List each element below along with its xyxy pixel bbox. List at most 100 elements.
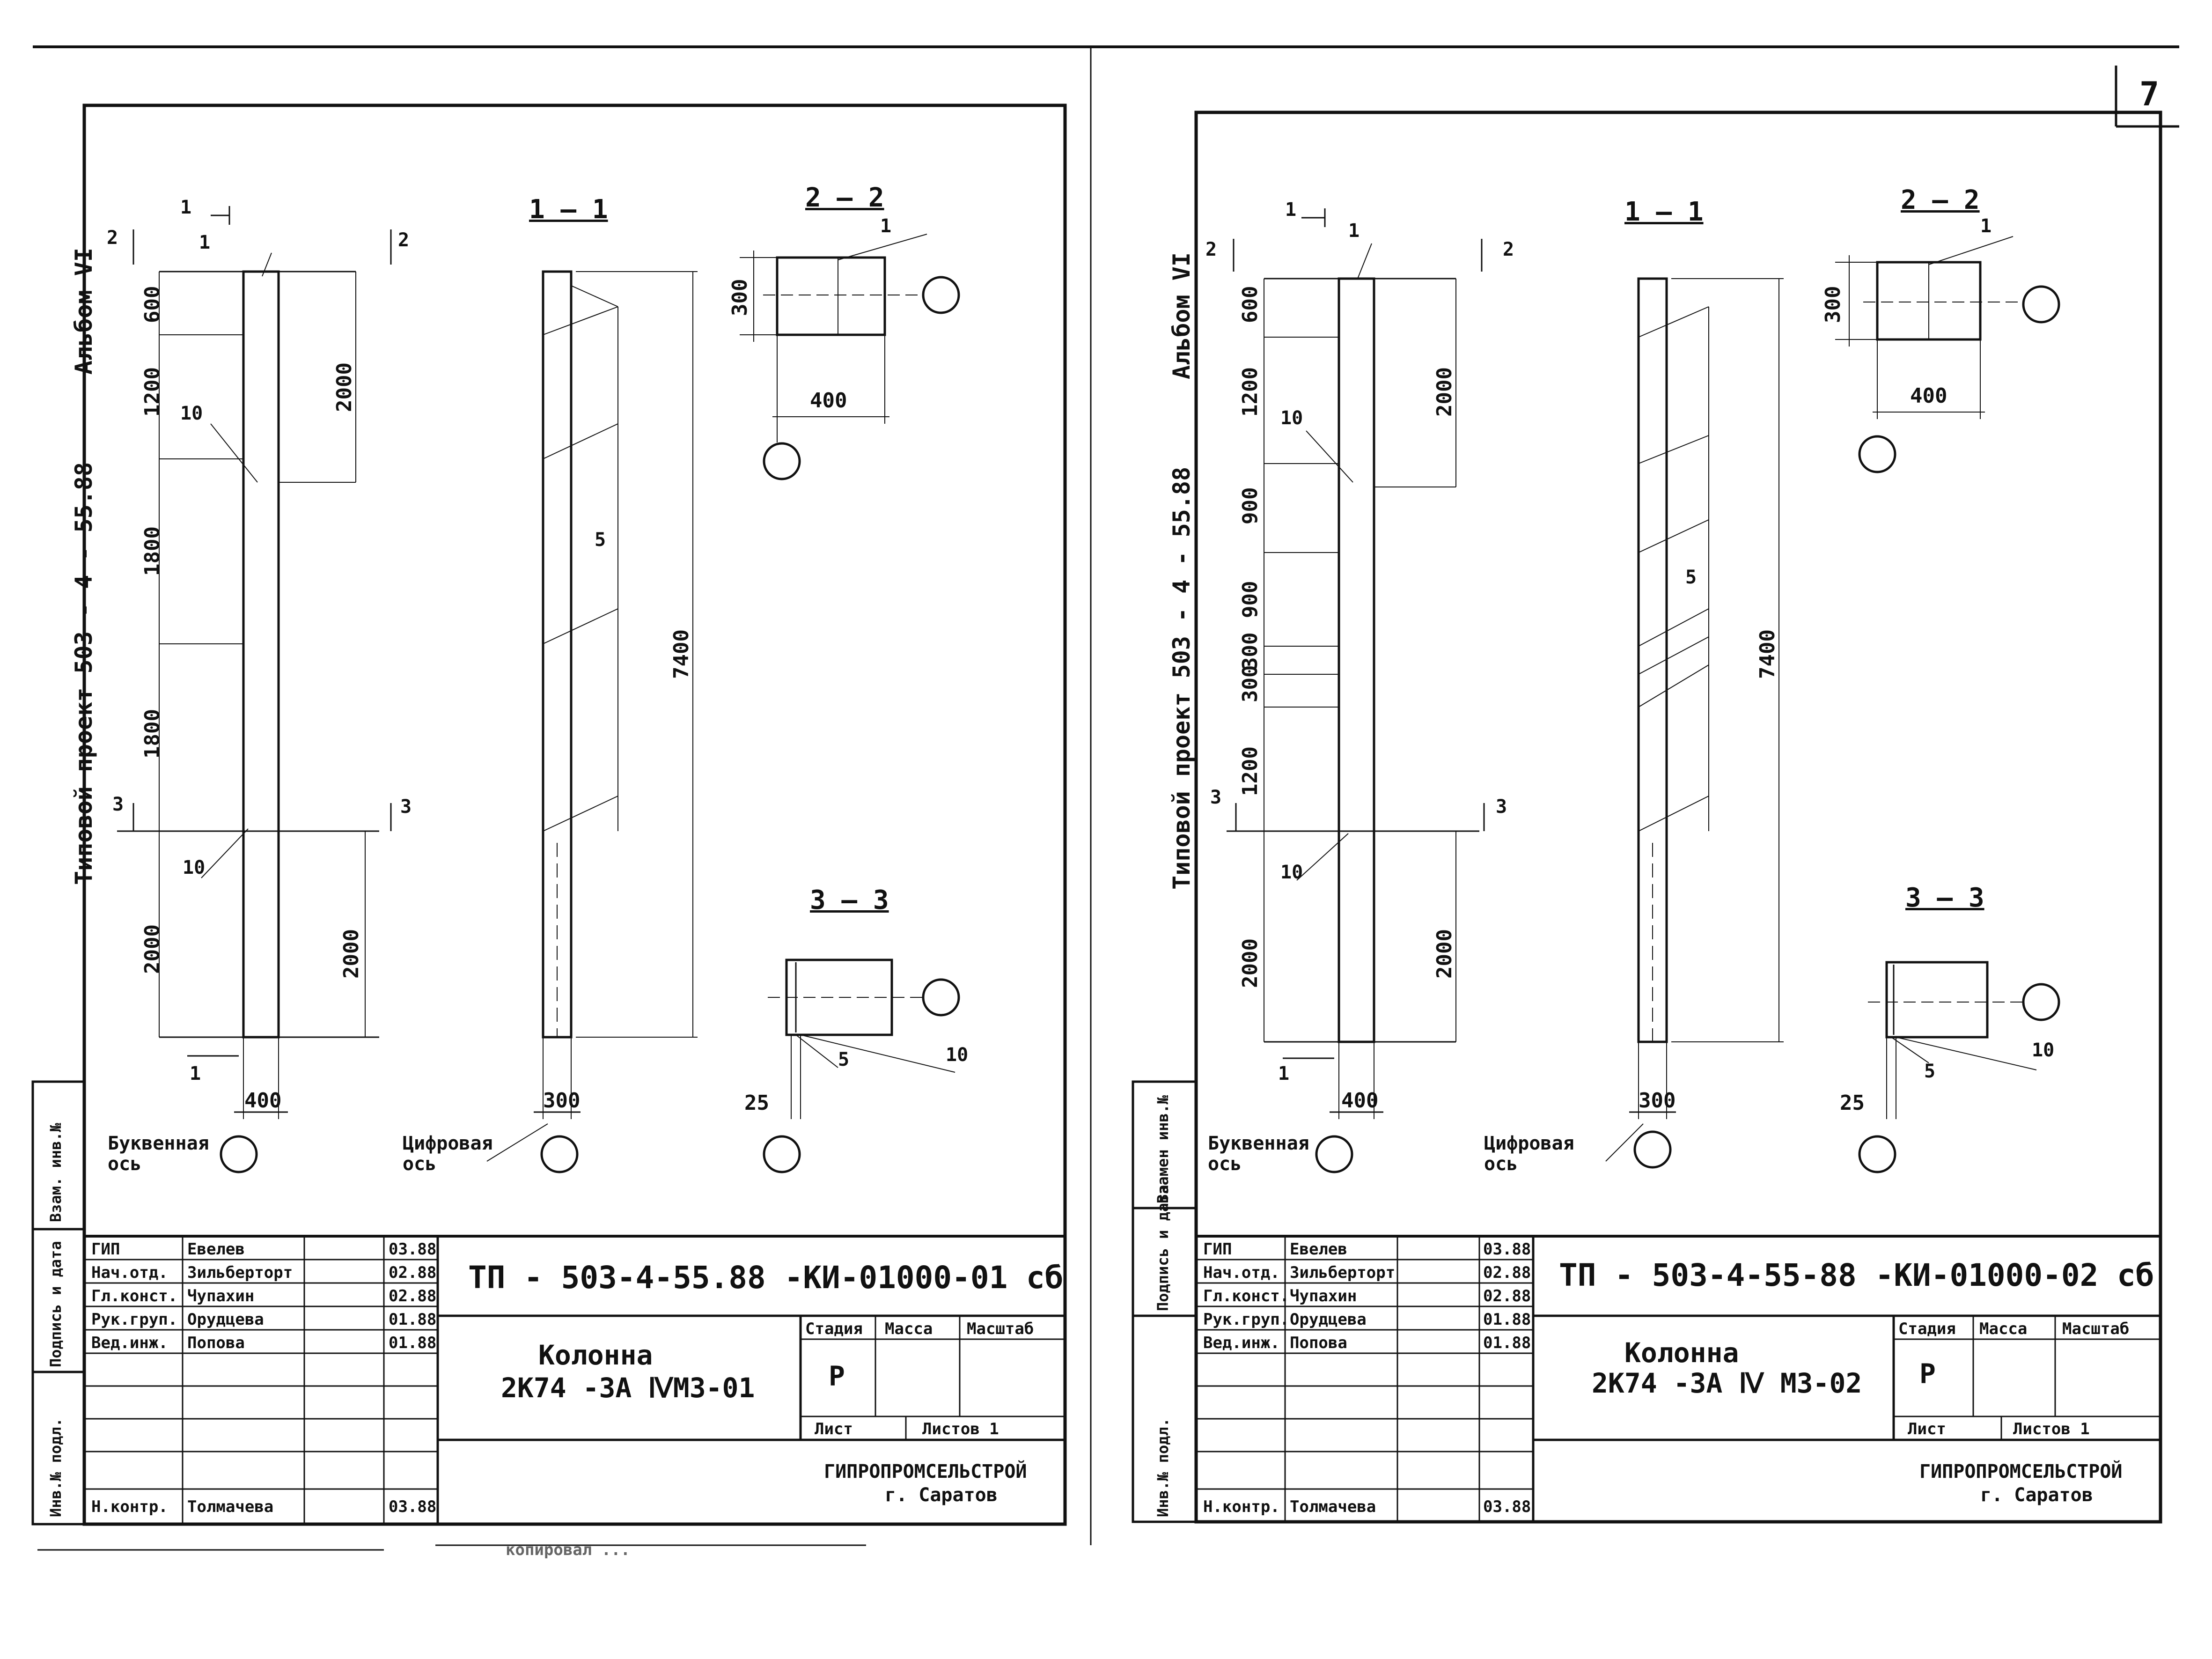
pos-10-lower: 10 <box>1280 862 1303 883</box>
dim-900-b: 900 <box>1238 581 1262 618</box>
mass-header: Масса <box>1979 1320 2028 1338</box>
signer-date-0: 03.88 <box>389 1240 437 1259</box>
signer-name-3: Орудцева <box>1290 1310 1367 1329</box>
signer-date-1: 02.88 <box>1483 1263 1531 1282</box>
pos-10-upper: 10 <box>180 403 203 424</box>
signer-name-2: Чупахин <box>1290 1287 1357 1305</box>
mark-2-right: 2 <box>1503 239 1514 260</box>
dim-400-main: 400 <box>1341 1089 1379 1113</box>
axis-digit-label: Цифровая ось <box>1484 1133 1574 1175</box>
signer-role-1: Нач.отд. <box>91 1263 168 1282</box>
norm-control-role: Н.контр. <box>91 1497 168 1516</box>
dim-1200: 1200 <box>1238 367 1262 417</box>
norm-control-role: Н.контр. <box>1203 1497 1280 1516</box>
dim-2000-right-bottom: 2000 <box>339 929 363 979</box>
section-2-2-label: 2 — 2 <box>1901 185 1980 215</box>
pos-1-top: 1 <box>1348 220 1360 242</box>
mass-header: Масса <box>885 1320 933 1338</box>
dim-7400: 7400 <box>1756 629 1779 679</box>
album-label: Альбом VI <box>1168 252 1195 379</box>
dim-s22-300: 300 <box>728 279 752 316</box>
org-city: г. Саратов <box>1980 1484 2093 1506</box>
signer-name-2: Чупахин <box>187 1287 255 1305</box>
dim-s22-300: 300 <box>1821 286 1845 323</box>
signer-name-0: Евелев <box>1290 1240 1347 1259</box>
section-2-2-label: 2 — 2 <box>805 183 884 213</box>
signer-name-4: Попова <box>187 1334 245 1352</box>
signer-date-2: 02.88 <box>389 1287 437 1305</box>
norm-control-date: 03.88 <box>1483 1497 1531 1516</box>
signer-role-1: Нач.отд. <box>1203 1263 1280 1282</box>
dim-2000-right-top: 2000 <box>1433 367 1456 417</box>
org-name: ГИПРОПРОМСЕЛЬСТРОЙ <box>824 1461 1027 1482</box>
section-1-1-label: 1 — 1 <box>529 194 608 225</box>
sheets-count-label: Листов 1 <box>922 1420 999 1438</box>
mark-3-left: 3 <box>1210 787 1222 808</box>
dim-600: 600 <box>140 286 164 323</box>
norm-control-name: Толмачева <box>187 1497 274 1516</box>
scale-header: Масштаб <box>967 1320 1034 1338</box>
stamp-inv-podl: Инв.№ подл. <box>47 1418 65 1517</box>
pos-5-s33: 5 <box>838 1049 850 1070</box>
document-code: ТП - 503-4-55.88 -КИ-01000-01 сб <box>468 1260 1064 1296</box>
signer-role-3: Рук.груп. <box>1203 1310 1290 1329</box>
stamp-vzam-inv: Взамен инв.№ <box>1154 1095 1172 1203</box>
axis-digit-label: Цифровая ось <box>403 1133 493 1175</box>
norm-control-name: Толмачева <box>1290 1497 1376 1516</box>
mark-3-left: 3 <box>112 794 124 815</box>
section-3-3-label: 3 — 3 <box>810 885 889 915</box>
signer-date-2: 02.88 <box>1483 1287 1531 1305</box>
item-name-line1: Колонна <box>1624 1337 1739 1369</box>
signer-name-1: Зильберторт <box>1290 1263 1396 1282</box>
sheet-label: Лист <box>1908 1420 1946 1438</box>
item-name-line1: Колонна <box>538 1339 653 1371</box>
dim-s22-400: 400 <box>1910 384 1947 408</box>
stamp-podpis-data: Подпись и дата <box>47 1241 65 1367</box>
axis-letter-label: Буквенная ось <box>1208 1133 1309 1175</box>
pos-1-s22: 1 <box>880 215 892 237</box>
signer-date-1: 02.88 <box>389 1263 437 1282</box>
signer-role-0: ГИП <box>91 1240 120 1259</box>
signer-role-4: Вед.инж. <box>1203 1334 1280 1352</box>
dim-300-a: 300 <box>1238 632 1262 670</box>
dim-1800-b: 1800 <box>140 709 164 759</box>
section-1-1-label: 1 — 1 <box>1624 197 1704 227</box>
pos-5-side: 5 <box>1685 567 1697 588</box>
dim-7400: 7400 <box>669 629 693 679</box>
signer-name-3: Орудцева <box>187 1310 264 1329</box>
signer-date-3: 01.88 <box>389 1310 437 1329</box>
stamp-inv-podl: Инв.№ подл. <box>1154 1418 1172 1517</box>
pos-10-lower: 10 <box>183 857 206 878</box>
dim-1200: 1200 <box>140 367 164 417</box>
document-code: ТП - 503-4-55-88 -КИ-01000-02 сб <box>1559 1257 2154 1293</box>
stage-value: Р <box>829 1360 845 1392</box>
section-3-3-label: 3 — 3 <box>1905 883 1984 913</box>
dim-300-side: 300 <box>1639 1089 1676 1113</box>
dim-2000-right-bottom: 2000 <box>1433 929 1456 979</box>
mark-2-left: 2 <box>1205 239 1217 260</box>
signer-date-4: 01.88 <box>389 1334 437 1352</box>
org-name: ГИПРОПРОМСЕЛЬСТРОЙ <box>1919 1461 2123 1482</box>
mark-2-left: 2 <box>107 227 118 249</box>
page-number: 7 <box>2139 75 2160 113</box>
signer-date-4: 01.88 <box>1483 1334 1531 1352</box>
mark-3-right: 3 <box>400 796 412 818</box>
mark-1-bottom: 1 <box>1278 1063 1290 1084</box>
pos-5-s33: 5 <box>1924 1061 1936 1082</box>
item-name-line2: 2К74 -3А ⅣМ3-01 <box>501 1372 755 1404</box>
signer-role-2: Гл.конст. <box>91 1287 178 1305</box>
mark-1-bottom: 1 <box>190 1063 201 1084</box>
pos-10-s33: 10 <box>946 1044 969 1066</box>
signer-name-4: Попова <box>1290 1334 1347 1352</box>
stamp-vzam-inv: Взам. инв.№ <box>47 1123 65 1222</box>
pos-1-top: 1 <box>199 232 211 253</box>
album-label: Альбом VI <box>70 248 97 375</box>
dim-300-side: 300 <box>543 1089 581 1113</box>
pos-1-s22: 1 <box>1980 215 1992 237</box>
side-project-text: Типовой проект 503 - 4 - 55.88 <box>1168 466 1195 890</box>
signer-date-0: 03.88 <box>1483 1240 1531 1259</box>
dim-1200-b: 1200 <box>1238 746 1262 796</box>
dim-s33-25: 25 <box>744 1091 769 1115</box>
